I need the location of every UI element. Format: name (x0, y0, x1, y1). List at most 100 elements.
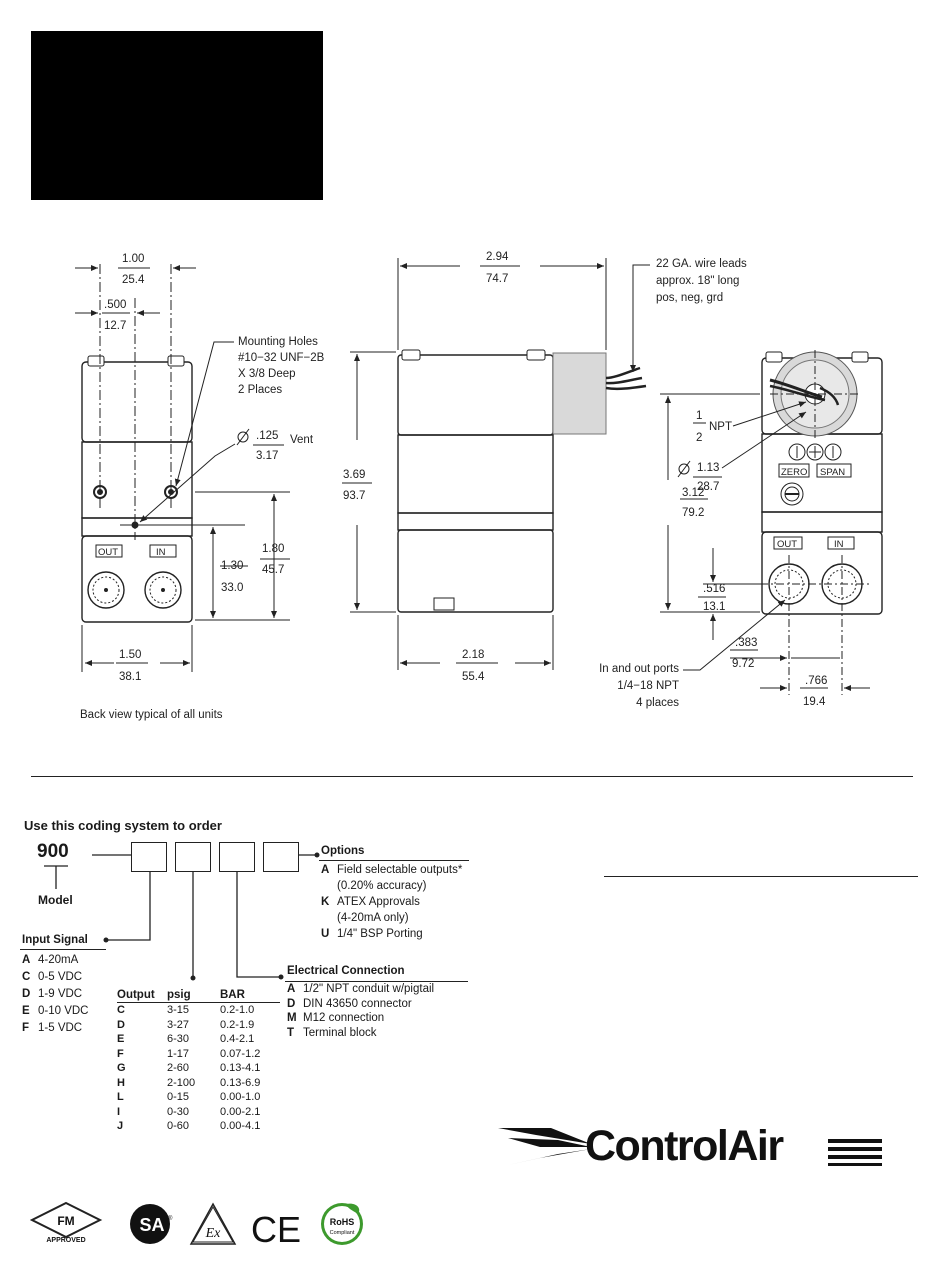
controlair-logo-lines (828, 1139, 882, 1166)
input-text: 1-5 VDC (38, 1022, 83, 1034)
bar-range: 0.00-1.0 (220, 1091, 261, 1103)
options-underline (319, 860, 469, 861)
back-view-drawing (75, 264, 290, 672)
input-code: E (22, 1005, 30, 1017)
bar-range: 0.00-4.1 (220, 1120, 261, 1132)
dim-25-4-mm: 25.4 (122, 274, 145, 286)
controlair-logo-text: ControlAir (585, 1122, 784, 1170)
electrical-text: DIN 43650 connector (303, 997, 412, 1010)
psig-range: 3-27 (167, 1018, 190, 1031)
wire-note-line1: 22 GA. wire leads (656, 258, 747, 270)
input-code: A (22, 954, 31, 966)
output-code: I (117, 1105, 121, 1118)
option-text: 1/4" BSP Porting (337, 928, 423, 940)
dim-38-1-mm: 38.1 (119, 671, 141, 683)
input-text: 0-10 VDC (38, 1005, 89, 1017)
header-black-box (31, 31, 323, 200)
wire-note-line3: pos, neg, grd (656, 292, 723, 304)
bar-range: 0.13-6.9 (220, 1076, 261, 1089)
zero-label: ZERO (781, 467, 807, 478)
electrical-underline (285, 981, 468, 982)
option-subtext: (0.20% accuracy) (337, 880, 427, 892)
technical-drawings: 1.00 25.4 .500 12.7 Mounting Holes #10−3… (75, 251, 883, 721)
output-code: G (117, 1062, 126, 1074)
npt-label: NPT (709, 421, 732, 433)
ce-text: CE (251, 1209, 301, 1250)
options-title: Options (321, 845, 365, 857)
dim-3-12-in: 3.12 (682, 487, 704, 499)
input-code: D (22, 988, 31, 1000)
output-code: E (117, 1033, 125, 1045)
controlair-logo-swoosh (498, 1128, 591, 1165)
mounting-holes-line1: Mounting Holes (238, 336, 318, 348)
input-signal-item: A 4-20mA (22, 952, 89, 969)
dim-516-in: .516 (703, 583, 725, 595)
input-text: 0-5 VDC (38, 971, 83, 983)
dim-2-18-in: 2.18 (462, 649, 484, 661)
dim-45-7-mm: 45.7 (262, 564, 284, 576)
dim-3-69-in: 3.69 (343, 469, 365, 481)
port-note-line2: 1/4−18 NPT (617, 680, 679, 692)
electrical-code: D (287, 997, 296, 1010)
input-text: 4-20mA (38, 954, 79, 966)
bar-range: 0.2-1.9 (220, 1018, 255, 1031)
input-signal-item: D 1-9 VDC (22, 986, 89, 1003)
side-view-drawing (342, 258, 650, 670)
input-text: 1-9 VDC (38, 988, 83, 1000)
dim-12-7-mm: 12.7 (104, 320, 126, 332)
front-view-drawing (660, 350, 883, 695)
output-code: C (117, 1004, 125, 1016)
wire-note-line2: approx. 18" long (656, 275, 739, 287)
dim-19-4-mm: 19.4 (803, 696, 826, 708)
psig-range: 0-30 (167, 1105, 190, 1118)
bar-range: 0.00-2.1 (220, 1105, 261, 1118)
electrical-item: D DIN 43650 connector (287, 997, 434, 1012)
electrical-item: M M12 connection (287, 1011, 434, 1026)
psig-range: 6-30 (167, 1033, 190, 1045)
fm-text: FM (57, 1214, 74, 1228)
ex-text: Ex (205, 1226, 222, 1241)
bar-range: 0.4-2.1 (220, 1033, 255, 1045)
dim-766-in: .766 (805, 675, 827, 687)
dim-1-80-in: 1.80 (262, 543, 284, 555)
back-port-out-label: OUT (98, 547, 118, 558)
output-code: F (117, 1047, 124, 1060)
section-divider (31, 776, 913, 777)
bar-range: 0.2-1.0 (220, 1004, 255, 1016)
dim-1-13-in: 1.13 (697, 462, 719, 474)
electrical-text: Terminal block (303, 1026, 377, 1039)
psig-range: 2-60 (167, 1062, 190, 1074)
input-code: C (22, 971, 31, 983)
fm-approved-text: APPROVED (46, 1237, 85, 1244)
output-col-header: Output (117, 989, 155, 1001)
output-code: H (117, 1076, 125, 1089)
vent-dim-mm: 3.17 (256, 450, 278, 462)
ordering-title: Use this coding system to order (24, 818, 222, 833)
option-code: U (321, 928, 330, 940)
code-box-options (263, 842, 299, 872)
fm-approved-icon: FM APPROVED (30, 1201, 103, 1244)
electrical-text: M12 connection (303, 1012, 385, 1024)
dim-1-30-in: 1.30 (221, 560, 243, 572)
psig-range: 3-15 (167, 1004, 190, 1016)
electrical-code: M (287, 1012, 297, 1024)
output-row: I 0-30 0.00-2.1 (117, 1105, 280, 1120)
rohs-compliant-text: Compliant (330, 1230, 355, 1236)
option-code: A (321, 864, 330, 876)
model-number: 900 (37, 841, 69, 862)
input-signal-item: E 0-10 VDC (22, 1003, 89, 1020)
ce-mark-icon: CE (251, 1209, 301, 1250)
vent-label: Vent (290, 434, 314, 446)
output-code: J (117, 1120, 124, 1132)
right-divider (604, 876, 918, 877)
dim-1-00-in: 1.00 (122, 253, 144, 265)
